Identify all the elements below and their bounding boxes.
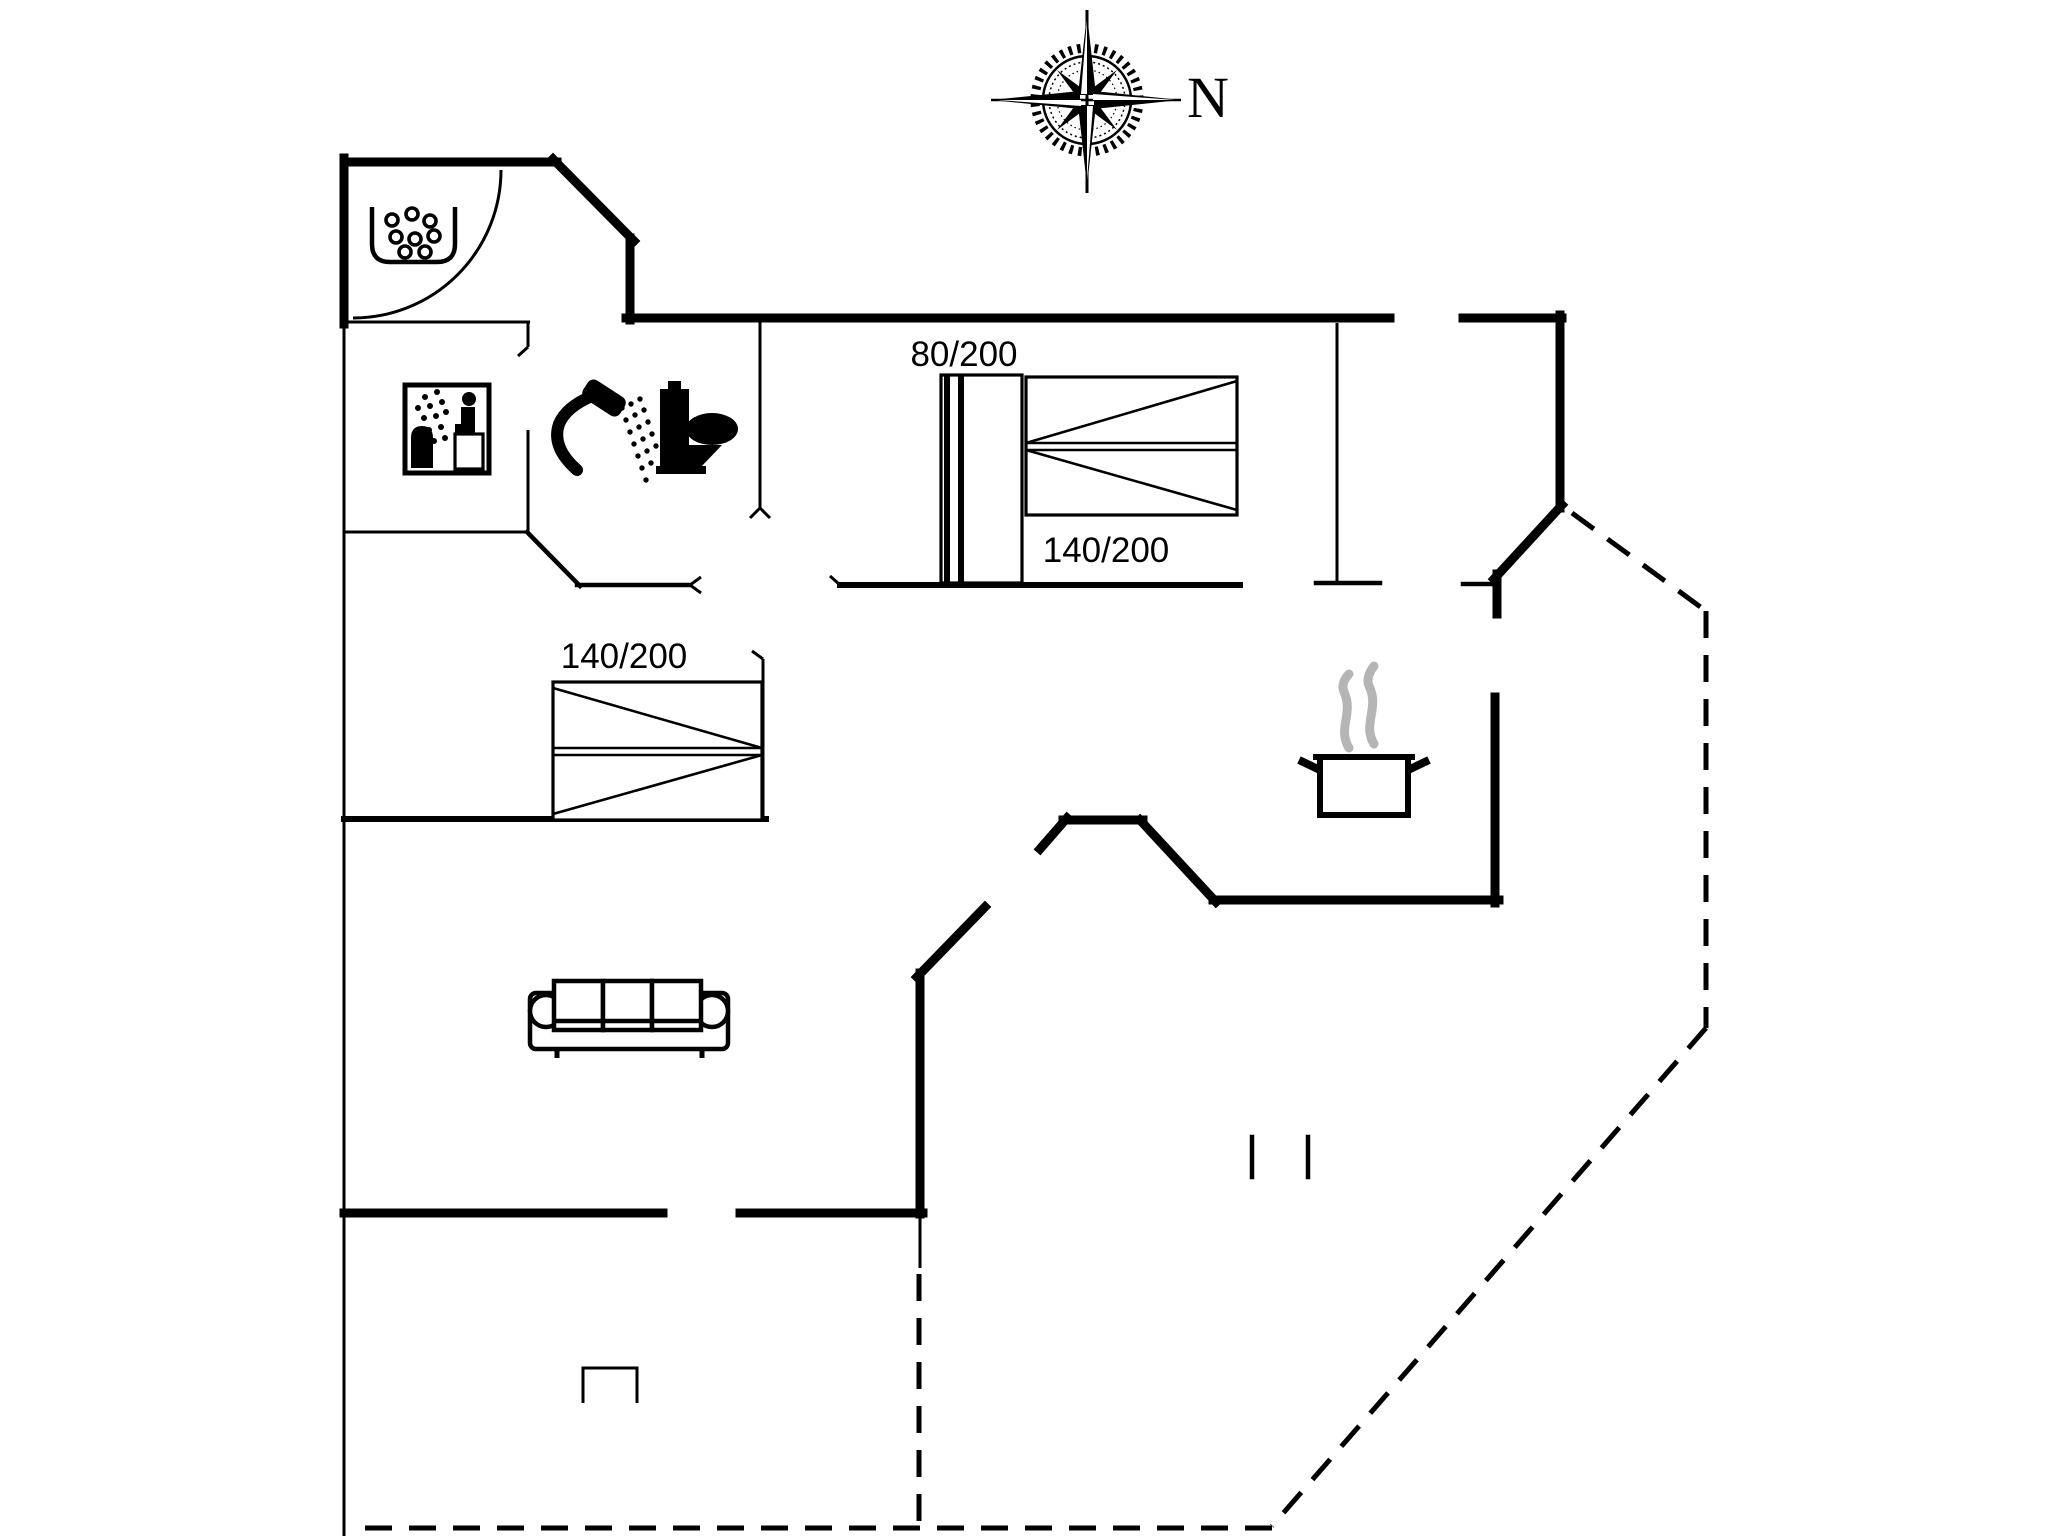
compass-cardinal-points [991,14,1180,186]
north-label: N [1187,65,1229,130]
bed-double-left-label: 140/200 [561,637,688,676]
bed-small-label: 80/200 [910,335,1017,374]
toilet-icon [656,381,738,474]
compass-diagonal-points [1057,70,1117,130]
exterior-walls [339,152,1569,1219]
cooking-pot-icon [1297,661,1431,818]
shower-icon [551,379,659,483]
shower-spray [619,396,659,483]
bed-140x200-left [551,680,764,822]
door-jamb-ticks [516,345,842,661]
terrace-dashed-boundary [352,510,1709,1531]
bed-double-right-label: 140/200 [1043,531,1170,570]
bed-80x200 [939,373,1024,585]
sliding-door-ticks [1249,1134,1311,1180]
compass-rose-icon: N [991,10,1229,193]
sauna-icon [402,382,492,476]
sofa-icon [527,978,731,1058]
whirlpool-icon [369,206,458,265]
interior-walls [342,169,1502,1536]
entry-door-arc [352,169,503,320]
terrace-step [581,1366,639,1403]
bed-140x200-right [1024,375,1239,517]
steam-icon [1338,661,1379,753]
